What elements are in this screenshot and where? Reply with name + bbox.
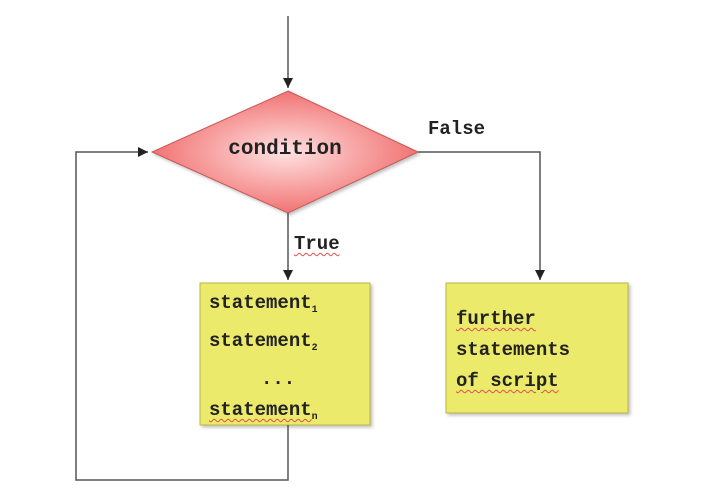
loop-back-arrow	[75, 147, 289, 481]
further-line-3: of script	[456, 370, 559, 392]
further-line-1: further	[456, 308, 536, 330]
statement-line-n: statementn	[209, 399, 318, 423]
loop-body-box	[199, 282, 371, 426]
statement-line-2: statement2	[209, 330, 318, 354]
further-line-2: statements	[456, 339, 571, 361]
further-statements-box	[445, 282, 629, 414]
statement-line-1: statement1	[209, 292, 318, 316]
true-label: True	[294, 233, 340, 255]
further-statements-text: further statements of script	[456, 304, 570, 397]
false-arrow	[418, 151, 545, 280]
condition-label: condition	[228, 138, 342, 161]
loop-body-text: statement1 statement2 ... statementn	[209, 288, 318, 433]
ellipsis: ...	[261, 368, 296, 390]
false-label: False	[428, 118, 486, 140]
